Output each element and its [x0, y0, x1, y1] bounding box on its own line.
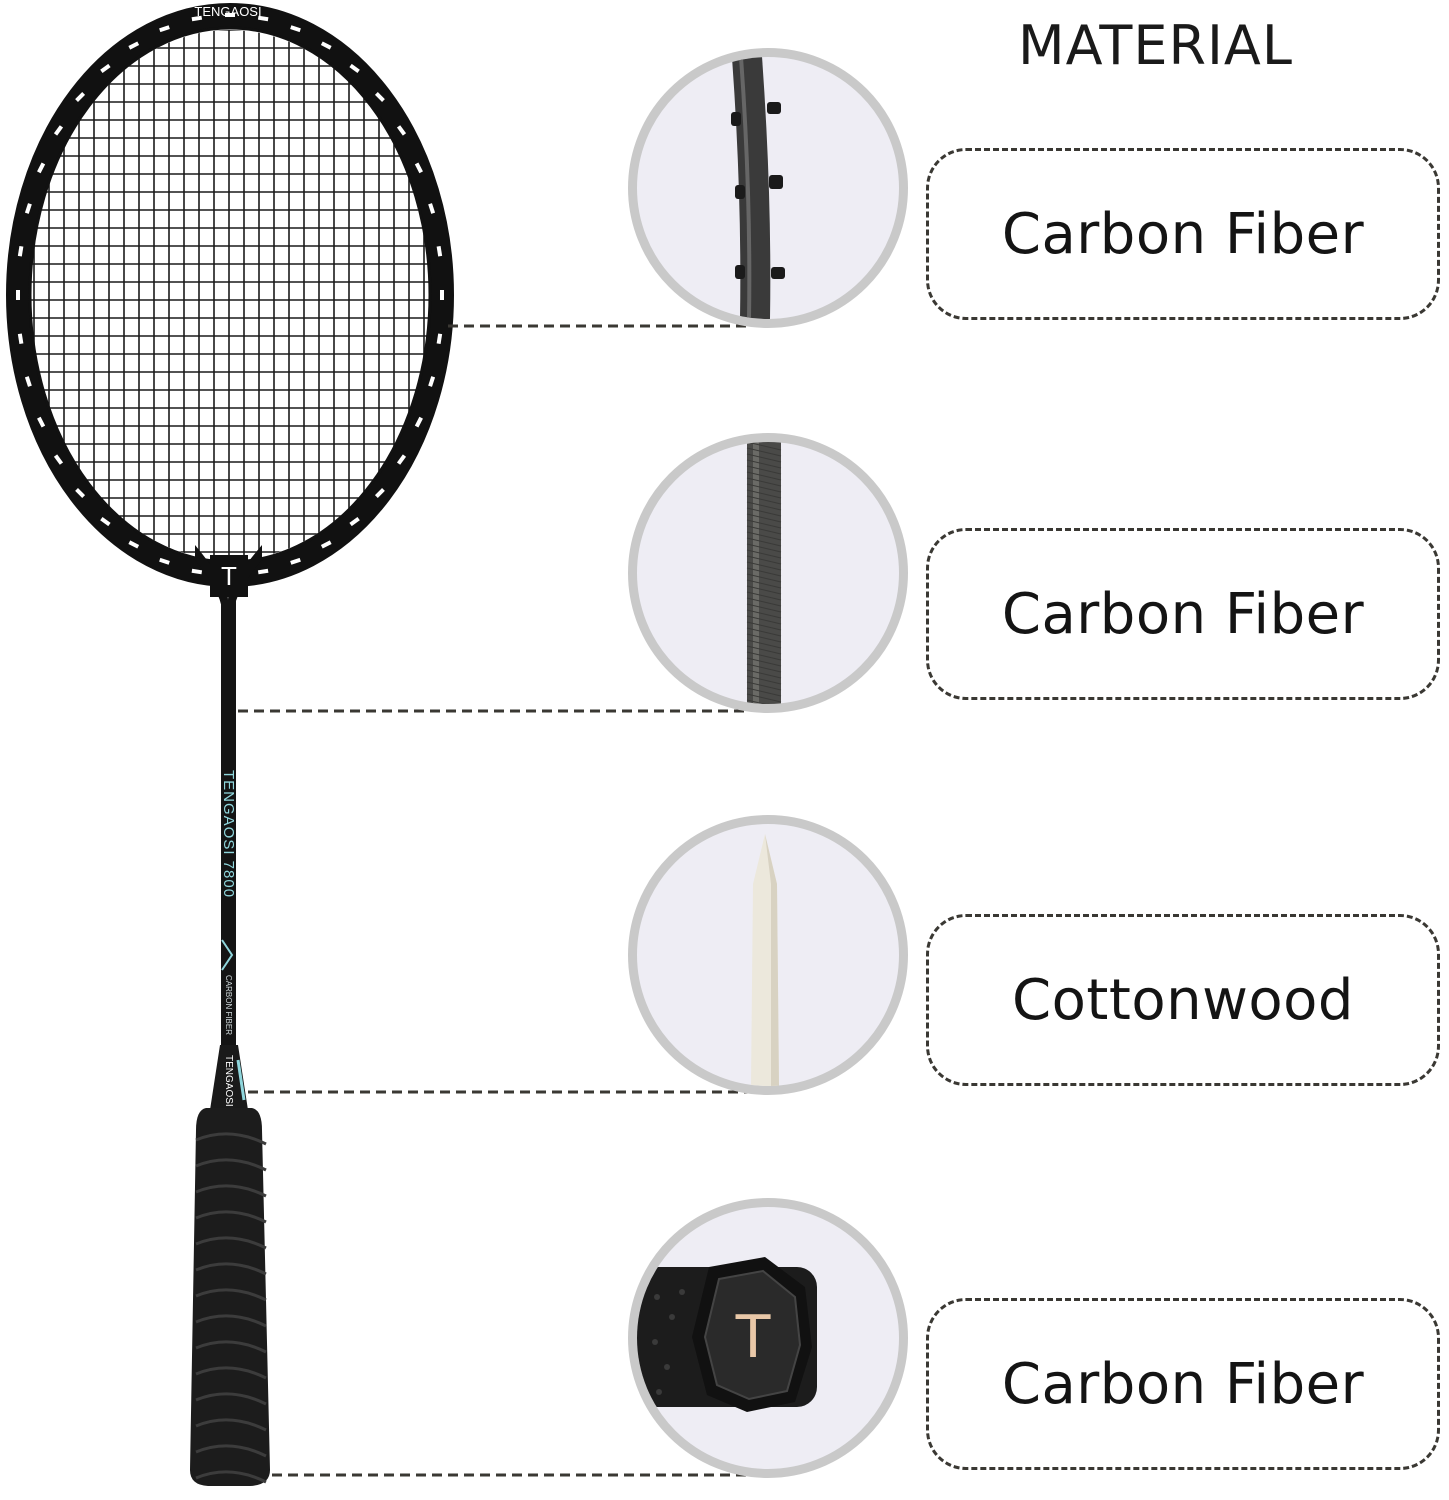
racket-head-logo: T	[221, 561, 237, 591]
wood-core-closeup-image	[628, 815, 908, 1095]
material-label-grip: Carbon Fiber	[926, 1298, 1440, 1470]
racket-shaft	[221, 600, 236, 1050]
frame-stripes	[16, 13, 444, 577]
material-label-text: Carbon Fiber	[1001, 581, 1365, 647]
grip-wrap-lines	[195, 1132, 267, 1484]
racket-grip	[190, 1108, 270, 1486]
badminton-racket-illustration: TENGAOSI T TENGAOSI 7800 CARBON FIBER TE…	[6, 3, 454, 1486]
page-title: MATERIAL	[1018, 14, 1293, 77]
material-label-text: Cottonwood	[1012, 967, 1354, 1033]
material-label-frame: Carbon Fiber	[926, 148, 1440, 320]
material-label-text: Carbon Fiber	[1001, 201, 1365, 267]
racket-throat-text: TENGAOSI	[223, 1055, 234, 1107]
shaft-closeup-image	[628, 433, 908, 713]
racket-shaft-text: TENGAOSI 7800	[220, 770, 237, 898]
racket-shaft-small-text: CARBON FIBER	[224, 975, 233, 1035]
grip-end-cap-closeup-image: T	[628, 1198, 908, 1478]
material-label-shaft: Carbon Fiber	[926, 528, 1440, 700]
racket-brand-top: TENGAOSI	[194, 4, 261, 19]
frame-closeup-image	[628, 48, 908, 328]
material-label-text: Carbon Fiber	[1001, 1351, 1365, 1417]
svg-text:T: T	[734, 1302, 772, 1371]
material-label-core: Cottonwood	[926, 914, 1440, 1086]
racket-strings	[30, 30, 430, 560]
